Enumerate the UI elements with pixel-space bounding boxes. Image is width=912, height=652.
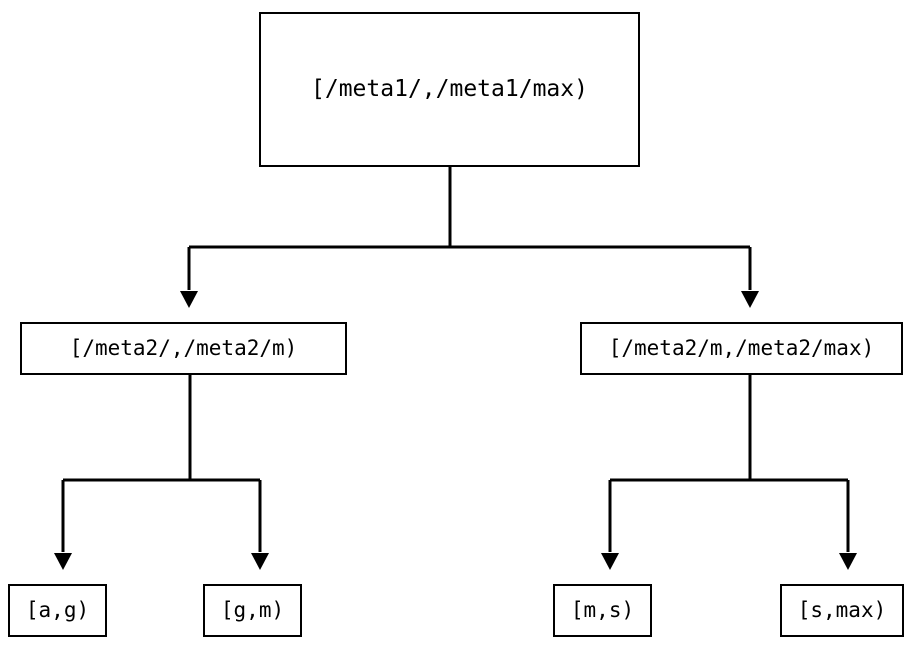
arrowhead-mid-left-to-leaf-gm [251,553,269,570]
arrowhead-mid-right-to-leaf-ms [601,553,619,570]
node-mid-left-label: [/meta2/,/meta2/m) [69,336,298,360]
node-mid-right[interactable]: [/meta2/m,/meta2/max) [580,322,903,375]
node-mid-right-label: [/meta2/m,/meta2/max) [608,336,875,360]
node-leaf-s-max-label: [s,max) [797,598,887,622]
arrowhead-root-to-mid-right [741,291,759,308]
node-leaf-g-m-label: [g,m) [220,598,285,622]
arrowhead-root-to-mid-left [180,291,198,308]
node-leaf-g-m[interactable]: [g,m) [203,584,302,637]
node-root[interactable]: [/meta1/,/meta1/max) [259,12,640,167]
node-leaf-a-g[interactable]: [a,g) [8,584,107,637]
node-mid-left[interactable]: [/meta2/,/meta2/m) [20,322,347,375]
node-leaf-a-g-label: [a,g) [25,598,90,622]
node-root-label: [/meta1/,/meta1/max) [311,76,588,102]
arrowhead-mid-left-to-leaf-ag [54,553,72,570]
node-leaf-s-max[interactable]: [s,max) [780,584,904,637]
node-leaf-m-s-label: [m,s) [570,598,635,622]
node-leaf-m-s[interactable]: [m,s) [553,584,652,637]
arrowhead-mid-right-to-leaf-smax [839,553,857,570]
